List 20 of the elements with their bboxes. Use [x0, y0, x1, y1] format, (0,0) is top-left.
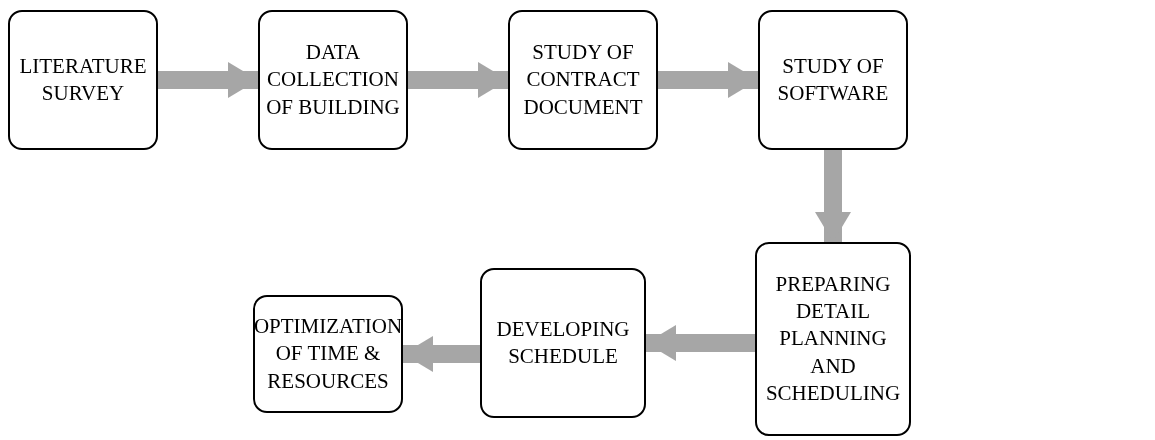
block-arrow	[403, 336, 480, 372]
step-label: DEVELOPING SCHEDULE	[495, 315, 631, 370]
process-box	[253, 295, 403, 413]
step-label: DATA COLLECTION OF BUILDING	[265, 39, 401, 121]
process-box	[480, 268, 646, 418]
process-box	[755, 242, 911, 436]
process-box	[8, 10, 158, 150]
step-label: OPTIMIZATION OF TIME & RESOURCES	[253, 313, 403, 395]
block-arrow	[646, 325, 755, 361]
step-label: STUDY OF SOFTWARE	[776, 52, 890, 107]
process-box	[258, 10, 408, 150]
block-arrow	[408, 62, 508, 98]
block-arrow	[158, 62, 258, 98]
step-label: STUDY OF CONTRACT DOCUMENT	[522, 39, 644, 121]
process-box	[758, 10, 908, 150]
block-arrow	[658, 62, 758, 98]
block-arrow	[815, 150, 851, 242]
step-label: LITERATURE SURVEY	[18, 52, 148, 107]
step-label: PREPARING DETAIL PLANNING AND SCHEDULING	[764, 270, 902, 407]
process-box	[508, 10, 658, 150]
